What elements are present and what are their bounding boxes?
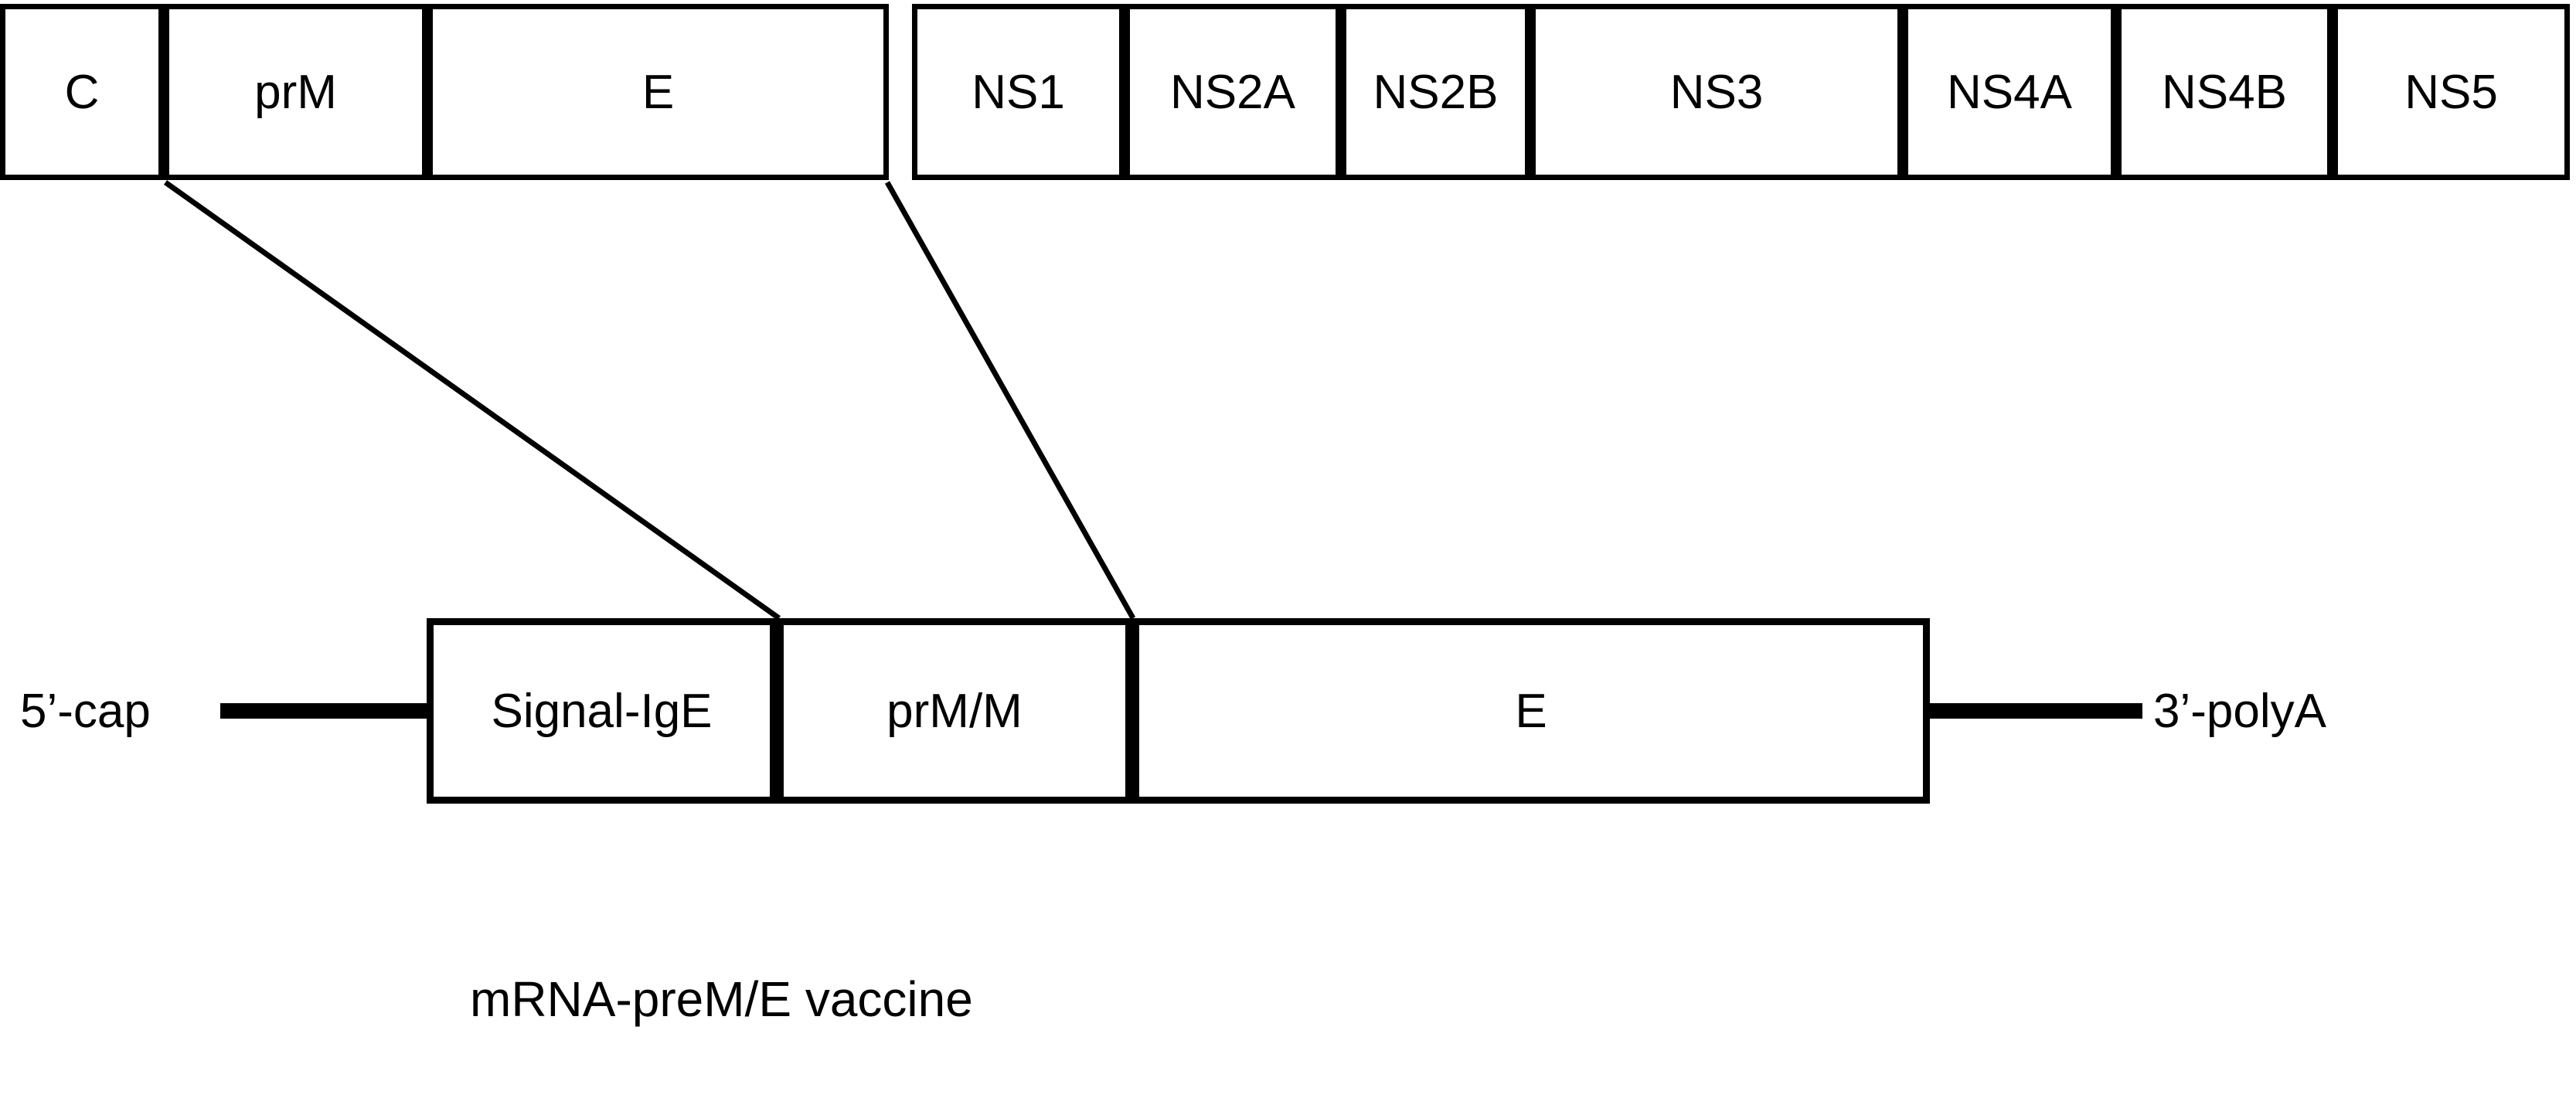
genome-segment-ns3 [1530,4,1903,180]
e-end-connector [884,181,1136,620]
construct-segment-e [1132,618,1930,804]
genome-segment-prm [164,4,427,180]
three-prime-polya-label: 3’-polyA [2153,684,2326,738]
construct-segment-prm-m [777,618,1132,804]
genome-segment-e [427,4,889,180]
construct-segment-signal-ige [427,618,777,804]
genome-segment-ns4b [2116,4,2333,180]
genome-box-group [0,4,2570,180]
genome-segment-ns5 [2333,4,2570,180]
genome-segment-ns2b [1341,4,1530,180]
genome-segment-c [0,4,164,180]
prm-start-connector [163,180,781,620]
construct-caption: mRNA-preM/E vaccine [470,971,973,1027]
genome-segment-ns4a [1903,4,2116,180]
genome-segment-ns1 [912,4,1125,180]
five-prime-cap-label: 5’-cap [20,684,151,738]
connector-line-group [163,180,1136,620]
genome-segment-ns2a [1125,4,1341,180]
construct-box-group [427,618,1930,804]
